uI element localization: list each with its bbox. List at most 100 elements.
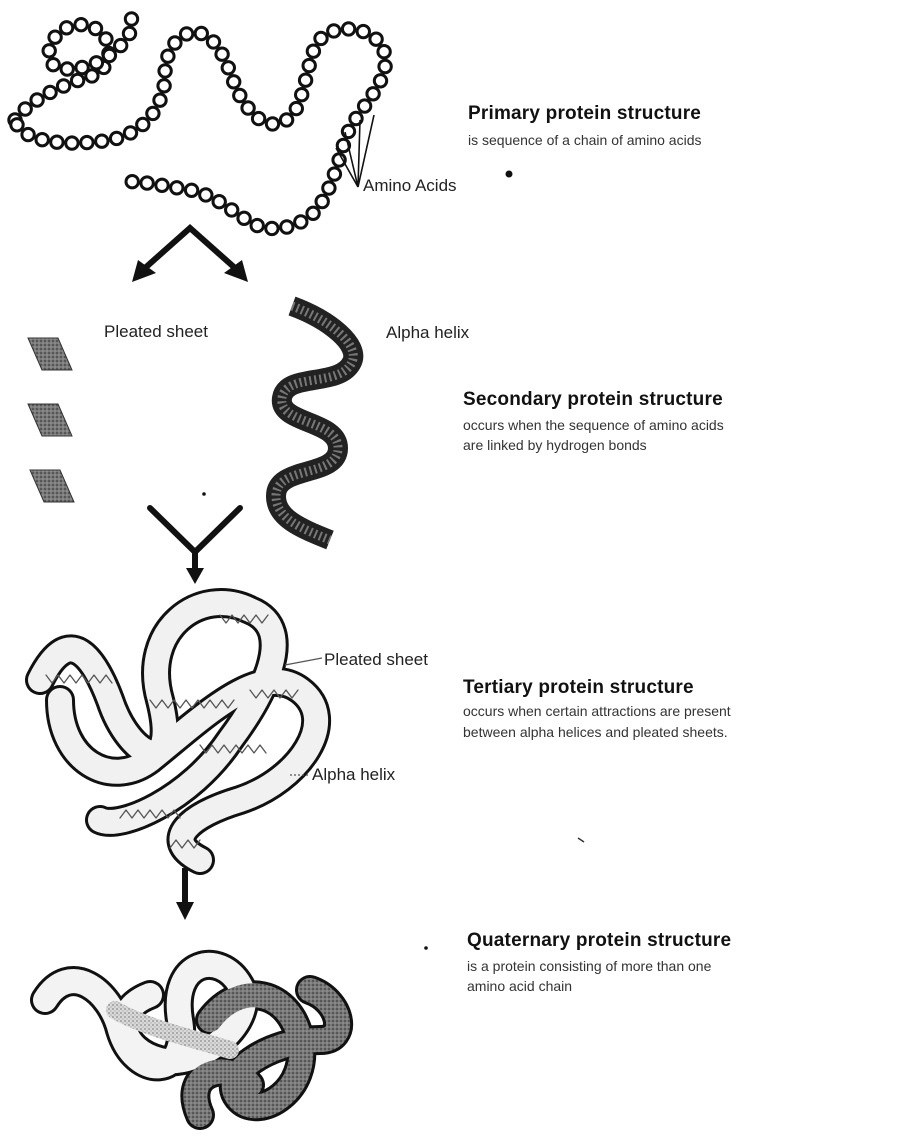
amino-acid-bead bbox=[195, 27, 207, 39]
quaternary-heading: Quaternary protein structure bbox=[467, 930, 731, 952]
tertiary-fold bbox=[40, 603, 316, 860]
amino-acid-bead bbox=[266, 118, 278, 130]
amino-acid-bead bbox=[323, 182, 335, 194]
amino-acid-bead bbox=[126, 176, 138, 188]
tertiary-sheet-pointer bbox=[285, 658, 322, 665]
amino-acid-bead bbox=[137, 118, 149, 130]
amino-acid-bead bbox=[295, 216, 307, 228]
amino-acid-bead bbox=[154, 94, 166, 106]
amino-acid-bead bbox=[379, 60, 391, 72]
amino-acid-bead bbox=[180, 28, 192, 40]
amino-acid-bead bbox=[141, 177, 153, 189]
merge-arrow bbox=[150, 508, 240, 572]
tertiary-description-line1: occurs when certain attractions are pres… bbox=[463, 702, 731, 721]
amino-acid-bead bbox=[19, 103, 31, 115]
amino-acid-bead bbox=[342, 23, 354, 35]
secondary-heading: Secondary protein structure bbox=[463, 389, 723, 411]
amino-acid-bead bbox=[378, 46, 390, 58]
amino-acid-bead bbox=[374, 75, 386, 87]
amino-acid-bead bbox=[159, 65, 171, 77]
amino-acid-bead bbox=[43, 45, 55, 57]
secondary-description-line2: are linked by hydrogen bonds bbox=[463, 436, 647, 455]
amino-acid-bead bbox=[252, 112, 264, 124]
amino-acid-bead bbox=[299, 74, 311, 86]
merge-arrow-head bbox=[186, 568, 204, 584]
amino-acid-bead bbox=[51, 136, 63, 148]
amino-acid-bead bbox=[328, 25, 340, 37]
dot-mark bbox=[506, 171, 513, 178]
amino-acid-bead bbox=[222, 62, 234, 74]
amino-acid-bead bbox=[60, 22, 72, 34]
amino-acid-bead bbox=[213, 196, 225, 208]
amino-acid-bead bbox=[251, 219, 263, 231]
amino-acid-bead bbox=[57, 80, 69, 92]
amino-acid-bead bbox=[158, 80, 170, 92]
down-arrow-head bbox=[176, 902, 194, 920]
amino-acid-bead bbox=[367, 88, 379, 100]
amino-acid-bead bbox=[358, 100, 370, 112]
amino-acid-bead bbox=[200, 189, 212, 201]
amino-acid-bead bbox=[22, 128, 34, 140]
amino-acid-bead bbox=[66, 137, 78, 149]
amino-acid-bead bbox=[90, 57, 102, 69]
amino-acid-bead bbox=[44, 86, 56, 98]
secondary-helix-label: Alpha helix bbox=[386, 323, 469, 343]
tertiary-heading: Tertiary protein structure bbox=[463, 677, 694, 699]
amino-acid-bead bbox=[342, 125, 354, 137]
amino-acid-bead bbox=[242, 102, 254, 114]
amino-acid-bead bbox=[266, 222, 278, 234]
amino-acid-bead bbox=[316, 195, 328, 207]
amino-acid-bead bbox=[36, 134, 48, 146]
amino-acid-bead bbox=[31, 94, 43, 106]
alpha-helix-ribbon bbox=[276, 306, 353, 540]
amino-acid-bead bbox=[226, 204, 238, 216]
amino-acid-bead bbox=[307, 207, 319, 219]
amino-acid-bead bbox=[290, 102, 302, 114]
amino-acid-bead bbox=[11, 119, 23, 131]
amino-acid-bead bbox=[61, 63, 73, 75]
amino-acid-bead bbox=[100, 33, 112, 45]
amino-acid-bead bbox=[234, 89, 246, 101]
amino-acid-bead bbox=[357, 25, 369, 37]
quaternary-fold bbox=[45, 965, 338, 1115]
amino-acid-bead bbox=[103, 49, 115, 61]
amino-acid-bead bbox=[315, 32, 327, 44]
amino-acid-bead bbox=[75, 19, 87, 31]
amino-acid-bead bbox=[81, 136, 93, 148]
amino-acid-bead bbox=[370, 33, 382, 45]
amino-acid-bead bbox=[162, 50, 174, 62]
secondary-sheet-label: Pleated sheet bbox=[104, 322, 208, 342]
amino-acid-bead bbox=[171, 182, 183, 194]
amino-acid-bead bbox=[216, 48, 228, 60]
amino-acid-chain bbox=[9, 12, 392, 235]
primary-description: is sequence of a chain of amino acids bbox=[468, 131, 701, 150]
amino-acid-bead bbox=[47, 58, 59, 70]
amino-acid-bead bbox=[280, 114, 292, 126]
pleated-sheet-shapes bbox=[28, 338, 74, 502]
stray-dot bbox=[424, 946, 428, 950]
quaternary-description-line2: amino acid chain bbox=[467, 977, 572, 996]
amino-acid-bead bbox=[71, 74, 83, 86]
amino-acid-bead bbox=[303, 59, 315, 71]
amino-acid-bead bbox=[89, 22, 101, 34]
amino-acid-bead bbox=[76, 61, 88, 73]
secondary-description-line1: occurs when the sequence of amino acids bbox=[463, 416, 724, 435]
amino-acid-bead bbox=[96, 135, 108, 147]
amino-acid-bead bbox=[185, 184, 197, 196]
tertiary-helix-label: Alpha helix bbox=[312, 765, 395, 785]
tertiary-sheet-label: Pleated sheet bbox=[324, 650, 428, 670]
amino-acid-bead bbox=[124, 127, 136, 139]
amino-acid-bead bbox=[307, 45, 319, 57]
amino-acid-bead bbox=[110, 132, 122, 144]
amino-acid-bead bbox=[123, 27, 135, 39]
amino-acid-bead bbox=[228, 76, 240, 88]
amino-acid-bead bbox=[156, 179, 168, 191]
stray-mark bbox=[578, 838, 584, 842]
amino-acid-bead bbox=[207, 36, 219, 48]
stray-dot bbox=[202, 492, 206, 496]
quaternary-description-line1: is a protein consisting of more than one bbox=[467, 957, 711, 976]
amino-acid-bead bbox=[281, 221, 293, 233]
amino-acid-bead bbox=[147, 107, 159, 119]
primary-heading: Primary protein structure bbox=[468, 103, 701, 125]
